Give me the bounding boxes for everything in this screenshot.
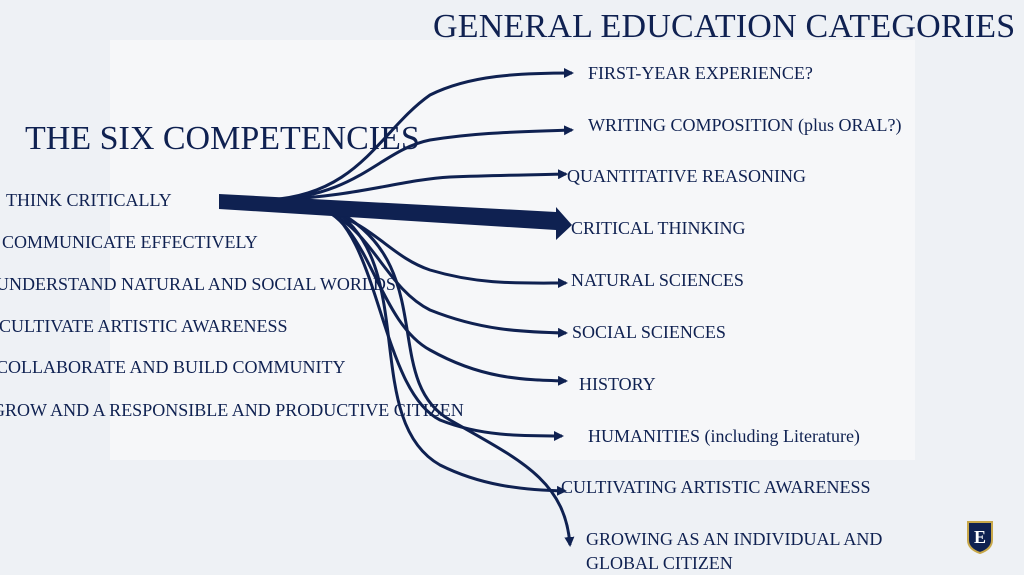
competency-understand-worlds: UNDERSTAND NATURAL AND SOCIAL WORLDS <box>0 274 396 294</box>
arrow-quant <box>274 169 568 202</box>
competency-artistic-awareness: CULTIVATE ARTISTIC AWARENESS <box>0 316 288 336</box>
arrow-critical-thinking <box>219 194 572 240</box>
logo-letter: E <box>974 527 986 547</box>
category-first-year: FIRST-YEAR EXPERIENCE? <box>588 63 813 83</box>
competency-grow-citizen: GROW AND A RESPONSIBLE AND PRODUCTIVE CI… <box>0 400 464 420</box>
arrow-growing <box>334 208 575 547</box>
arrow-artistic <box>329 206 567 496</box>
content-panel <box>110 40 915 460</box>
etsu-e-shield-icon: E <box>967 521 993 554</box>
competencies-heading: THE SIX COMPETENCIES <box>25 120 420 157</box>
category-history: HISTORY <box>579 374 656 394</box>
category-natural-sciences: NATURAL SCIENCES <box>571 270 744 290</box>
slide-title: GENERAL EDUCATION CATEGORIES <box>433 8 1016 45</box>
arrow-writing <box>269 125 574 202</box>
category-social-sciences: SOCIAL SCIENCES <box>572 322 726 342</box>
competency-think-critically: THINK CRITICALLY <box>6 190 172 210</box>
category-growing-citizen: GROWING AS AN INDIVIDUAL AND GLOBAL CITI… <box>586 529 883 573</box>
category-writing: WRITING COMPOSITION (plus ORAL?) <box>588 115 902 135</box>
arrow-humanities <box>319 203 564 441</box>
arrow-social <box>304 203 568 338</box>
category-critical-thinking: CRITICAL THINKING <box>571 218 746 238</box>
competency-collaborate: COLLABORATE AND BUILD COMMUNITY <box>0 357 346 377</box>
category-artistic-awareness: CULTIVATING ARTISTIC AWARENESS <box>561 477 871 497</box>
category-quantitative: QUANTITATIVE REASONING <box>567 166 807 186</box>
arrow-first-year <box>267 68 574 202</box>
competency-communicate: COMMUNICATE EFFECTIVELY <box>2 232 258 252</box>
category-humanities: HUMANITIES (including Literature) <box>588 426 860 446</box>
